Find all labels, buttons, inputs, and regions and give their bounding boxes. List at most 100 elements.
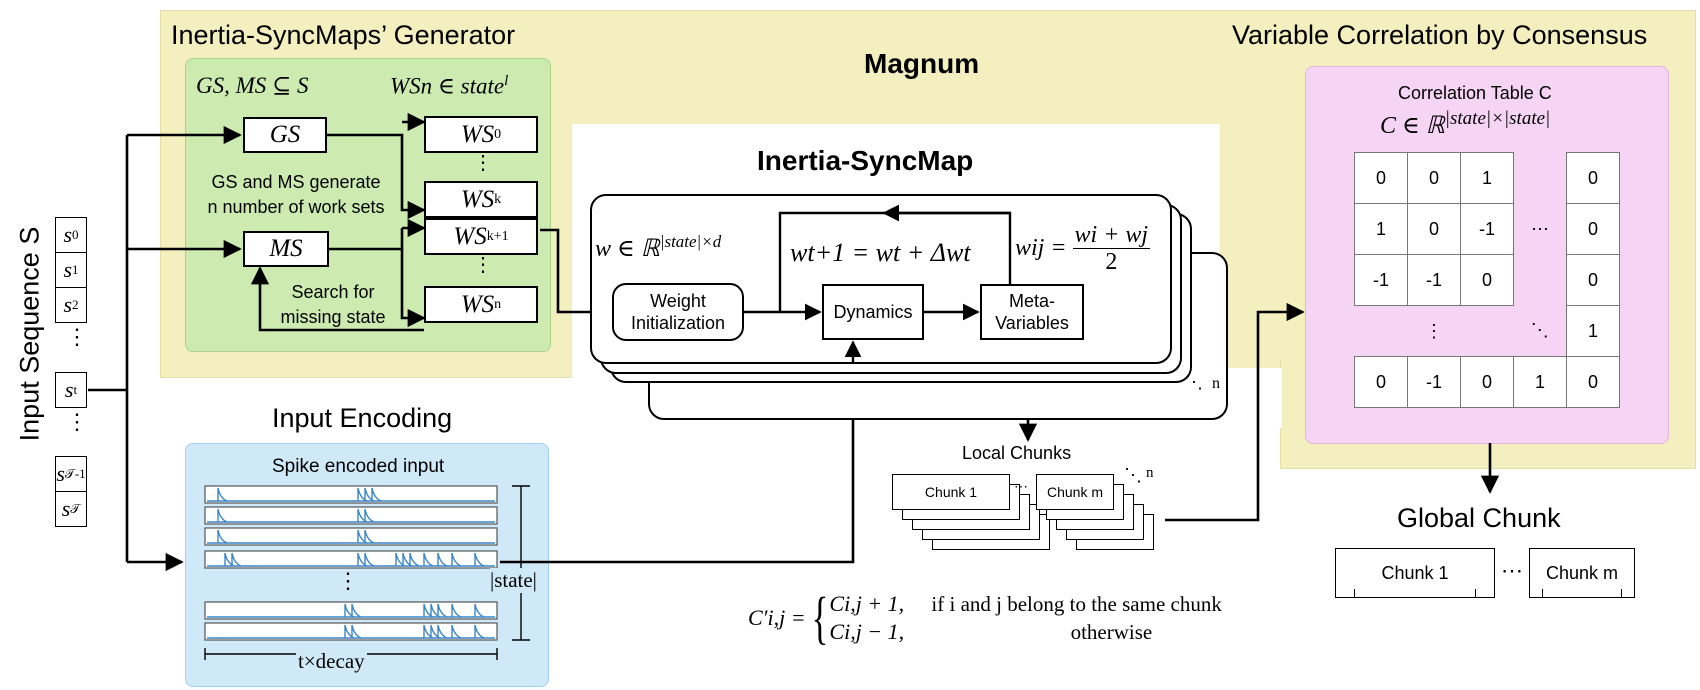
correlation-cell: 1 bbox=[1566, 305, 1620, 357]
time-label: t×decay bbox=[296, 649, 367, 674]
encoding-vdots: ⋮ bbox=[337, 568, 359, 593]
correlation-cell: 0 bbox=[1407, 203, 1461, 255]
update-rule: wt+1 = wt + Δwt bbox=[790, 238, 971, 267]
local-chunk-m: Chunk m bbox=[1036, 474, 1114, 510]
spike bbox=[423, 552, 434, 567]
correlation-cell: 0 bbox=[1407, 152, 1461, 204]
spike bbox=[371, 487, 382, 502]
spike-row bbox=[204, 550, 498, 569]
correlation-cell: 0 bbox=[1460, 254, 1514, 306]
spike-row bbox=[204, 601, 498, 620]
spike bbox=[364, 529, 375, 544]
correlation-cell: -1 bbox=[1407, 254, 1461, 306]
spike bbox=[217, 508, 228, 523]
global-chunk-1: Chunk 1 bbox=[1335, 548, 1495, 598]
local-chunks-n: n bbox=[1146, 465, 1154, 481]
spike bbox=[217, 529, 228, 544]
state-label: |state| bbox=[490, 568, 537, 593]
spike bbox=[351, 624, 362, 639]
spike bbox=[364, 552, 375, 567]
consensus-title: Variable Correlation by Consensus bbox=[1232, 20, 1648, 50]
state-bracket bbox=[512, 485, 530, 641]
meta-variables-box: Meta-Variables bbox=[980, 284, 1084, 340]
w-definition: w ∈ ℝ|state|×d bbox=[595, 232, 722, 262]
correlation-row: ⋮ ⋱ 1 bbox=[1355, 305, 1620, 357]
correlation-cell: 1 bbox=[1354, 203, 1408, 255]
global-chunk-m: Chunk m bbox=[1529, 548, 1635, 598]
local-chunks-ellipsis: ⋯ bbox=[1014, 478, 1028, 494]
spike bbox=[364, 508, 375, 523]
correlation-cell: 0 bbox=[1566, 203, 1620, 255]
correlation-table-title: Correlation Table C bbox=[1398, 83, 1552, 103]
spike bbox=[217, 487, 228, 502]
stack-dots: ⋱ bbox=[1185, 372, 1203, 392]
correlation-formula: C ∈ ℝ|state|×|state| bbox=[1380, 108, 1551, 139]
ws-notation: WSn ∈ statel bbox=[390, 73, 509, 99]
local-chunk-1: Chunk 1 bbox=[892, 474, 1010, 510]
correlation-cell: 1 bbox=[1513, 356, 1567, 408]
spike bbox=[474, 603, 485, 618]
syncmap-title: Inertia-SyncMap bbox=[757, 145, 974, 176]
update-formula: C′i,j = { Ci,j + 1,if i and j belong to … bbox=[748, 585, 1222, 650]
correlation-cell bbox=[1514, 255, 1567, 306]
generator-title: Inertia-SyncMaps’ Generator bbox=[171, 20, 516, 50]
ws-vdots-2: ⋮ bbox=[473, 254, 493, 276]
local-chunks-dots: ⋱ bbox=[1124, 465, 1142, 485]
spike bbox=[351, 603, 362, 618]
spike bbox=[451, 624, 462, 639]
wij-formula: wij = wi + wj 2 bbox=[1015, 222, 1151, 275]
correlation-cell: ⋱ bbox=[1530, 320, 1549, 341]
global-chunk-dots: ⋯ bbox=[1501, 558, 1523, 583]
correlation-cell: -1 bbox=[1460, 203, 1514, 255]
ws-vdots-1: ⋮ bbox=[473, 152, 493, 174]
encoding-title: Input Encoding bbox=[272, 403, 453, 433]
correlation-cell: 0 bbox=[1354, 152, 1408, 204]
spike bbox=[437, 552, 448, 567]
spike bbox=[451, 603, 462, 618]
correlation-cell: ⋮ bbox=[1425, 320, 1443, 341]
correlation-cell bbox=[1514, 153, 1567, 204]
spike-row bbox=[204, 485, 498, 504]
spike-row bbox=[204, 622, 498, 641]
spike bbox=[474, 624, 485, 639]
encoding-subtitle: Spike encoded input bbox=[272, 456, 445, 477]
correlation-cell: 0 bbox=[1566, 254, 1620, 306]
correlation-cell: -1 bbox=[1407, 356, 1461, 408]
sequence-ellipsis: ⋮ bbox=[66, 409, 88, 434]
correlation-cell bbox=[1461, 306, 1514, 357]
spike-row bbox=[204, 506, 498, 525]
correlation-cell: -1 bbox=[1354, 254, 1408, 306]
sequence-ellipsis: ⋮ bbox=[66, 324, 88, 349]
spike bbox=[451, 552, 462, 567]
spike bbox=[231, 552, 242, 567]
set-notation: GS, MS ⊆ S bbox=[196, 73, 309, 98]
ms-box: MS bbox=[243, 231, 329, 267]
dynamics-box: Dynamics bbox=[822, 284, 924, 340]
correlation-cell: 0 bbox=[1566, 356, 1620, 408]
correlation-cell bbox=[1355, 306, 1408, 357]
magnum-title: Magnum bbox=[864, 48, 980, 79]
correlation-cell: 0 bbox=[1566, 152, 1620, 204]
spike bbox=[437, 624, 448, 639]
stack-n: n bbox=[1212, 375, 1220, 392]
global-chunk-title: Global Chunk bbox=[1397, 503, 1561, 533]
spike bbox=[409, 552, 420, 567]
local-chunks-title: Local Chunks bbox=[962, 443, 1072, 463]
